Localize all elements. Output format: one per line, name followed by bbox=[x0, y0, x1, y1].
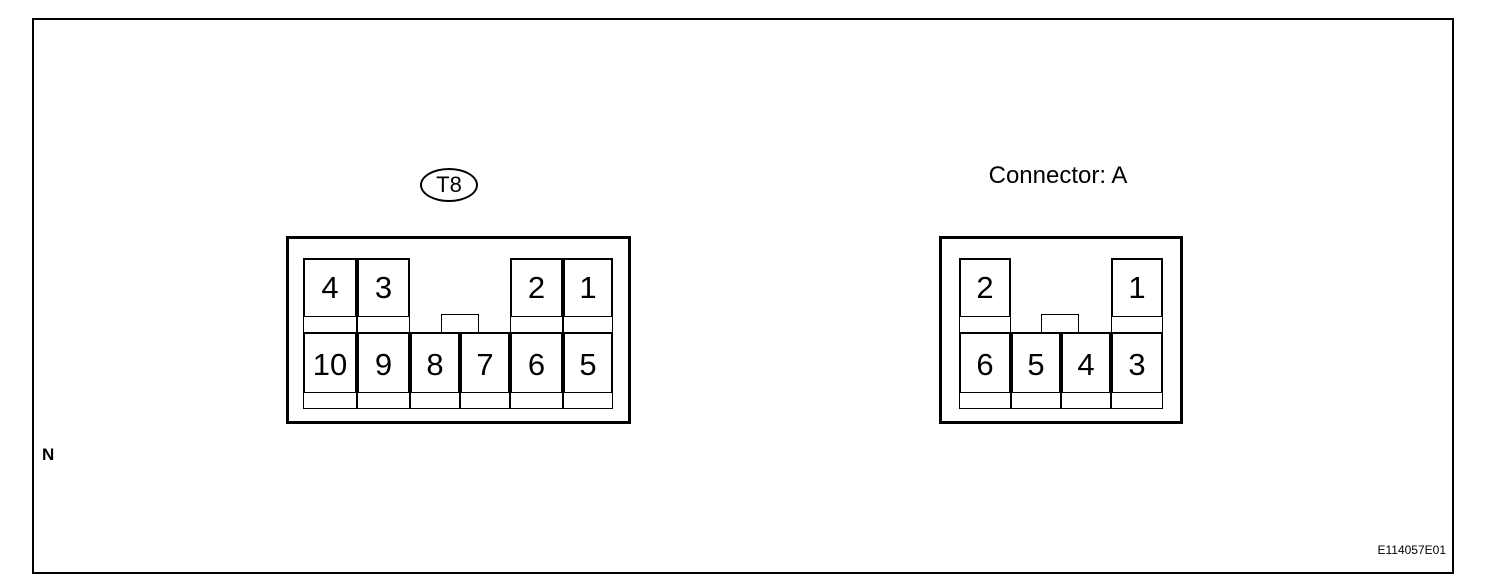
connector-a-pin-6-lower bbox=[959, 392, 1011, 409]
connector-a-pin-3-lower bbox=[1111, 392, 1163, 409]
t8-locking-key bbox=[441, 314, 479, 334]
t8-pin-8: 8 bbox=[410, 332, 460, 394]
figure-code: E114057E01 bbox=[1377, 543, 1446, 557]
t8-pin-7: 7 bbox=[460, 332, 510, 394]
t8-pin-10: 10 bbox=[303, 332, 357, 394]
connector-a-pin-3: 3 bbox=[1111, 332, 1163, 394]
connector-a-locking-key bbox=[1041, 314, 1079, 334]
t8-pin-2: 2 bbox=[510, 258, 563, 318]
connector-a-pin-2: 2 bbox=[959, 258, 1011, 318]
connector-a-pin-4-lower bbox=[1061, 392, 1111, 409]
t8-pin-6: 6 bbox=[510, 332, 563, 394]
t8-pin-6-lower bbox=[510, 392, 563, 409]
t8-pin-1: 1 bbox=[563, 258, 613, 318]
connector-a-pin-6: 6 bbox=[959, 332, 1011, 394]
connector-a-pin-5-lower bbox=[1011, 392, 1061, 409]
t8-pin-8-lower bbox=[410, 392, 460, 409]
connector-a-pin-4: 4 bbox=[1061, 332, 1111, 394]
side-label: N bbox=[42, 445, 55, 464]
t8-pin-3: 3 bbox=[357, 258, 410, 318]
connector-a-pin-5: 5 bbox=[1011, 332, 1061, 394]
t8-pin-9: 9 bbox=[357, 332, 410, 394]
t8-pin-10-lower bbox=[303, 392, 357, 409]
t8-pin-9-lower bbox=[357, 392, 410, 409]
t8-connector-label: T8 bbox=[420, 168, 478, 202]
diagram-frame bbox=[32, 18, 1454, 574]
t8-pin-5-lower bbox=[563, 392, 613, 409]
t8-pin-5: 5 bbox=[563, 332, 613, 394]
t8-pin-7-lower bbox=[460, 392, 510, 409]
connector-a-label: Connector: A bbox=[988, 162, 1128, 189]
connector-a-pin-1: 1 bbox=[1111, 258, 1163, 318]
t8-pin-4: 4 bbox=[303, 258, 357, 318]
